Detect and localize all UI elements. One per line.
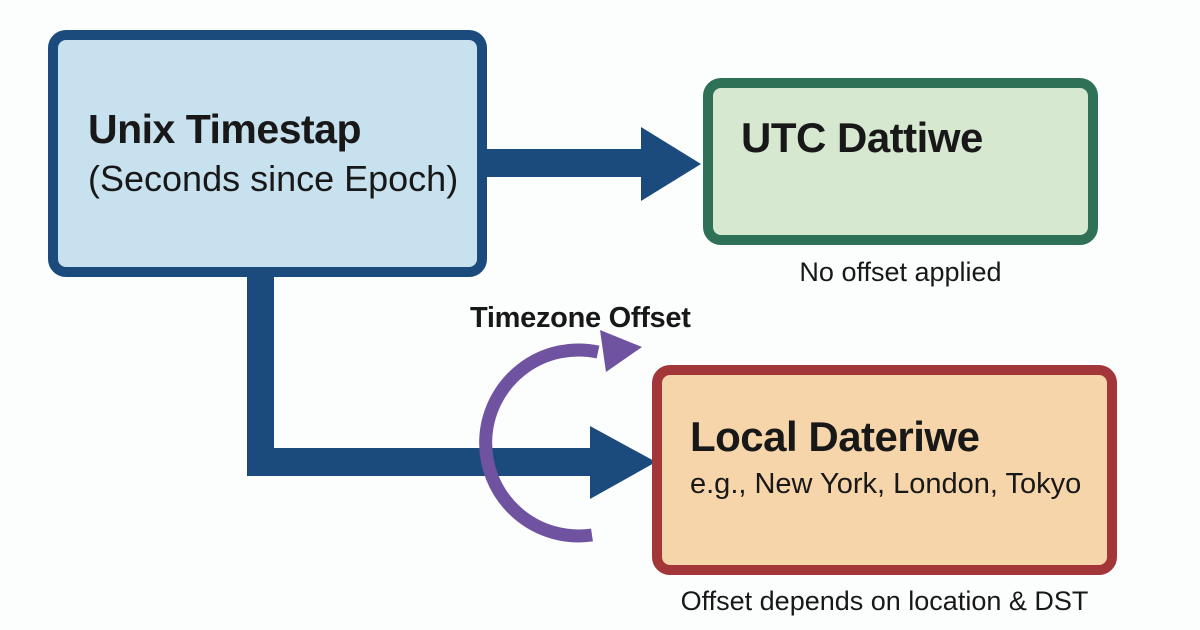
- timezone-offset-arrowhead-icon: [600, 330, 642, 372]
- unix-timestamp-node: Unix Timestap (Seconds since Epoch): [48, 30, 487, 277]
- arrow-unix-to-local-icon: [247, 272, 656, 499]
- unix-timestamp-subtitle: (Seconds since Epoch): [88, 158, 459, 200]
- unix-timestamp-title: Unix Timestap: [88, 106, 362, 153]
- utc-datetime-caption: No offset applied: [799, 257, 1002, 287]
- timezone-offset-curved-arrow-icon: [479, 343, 600, 543]
- local-datetime-subtitle: e.g., New York, London, Tokyo: [690, 468, 1082, 501]
- local-datetime-caption: Offset depends on location & DST: [680, 586, 1089, 616]
- utc-datetime-title: UTC Dattiwe: [741, 114, 983, 161]
- local-datetime-node: Local Dateriwe e.g., New York, London, T…: [652, 365, 1117, 575]
- utc-datetime-node: UTC Dattiwe: [703, 78, 1098, 245]
- arrow-unix-to-utc-icon: [487, 127, 701, 201]
- timezone-offset-label: Timezone Offset: [470, 302, 691, 334]
- local-datetime-title: Local Dateriwe: [690, 413, 980, 460]
